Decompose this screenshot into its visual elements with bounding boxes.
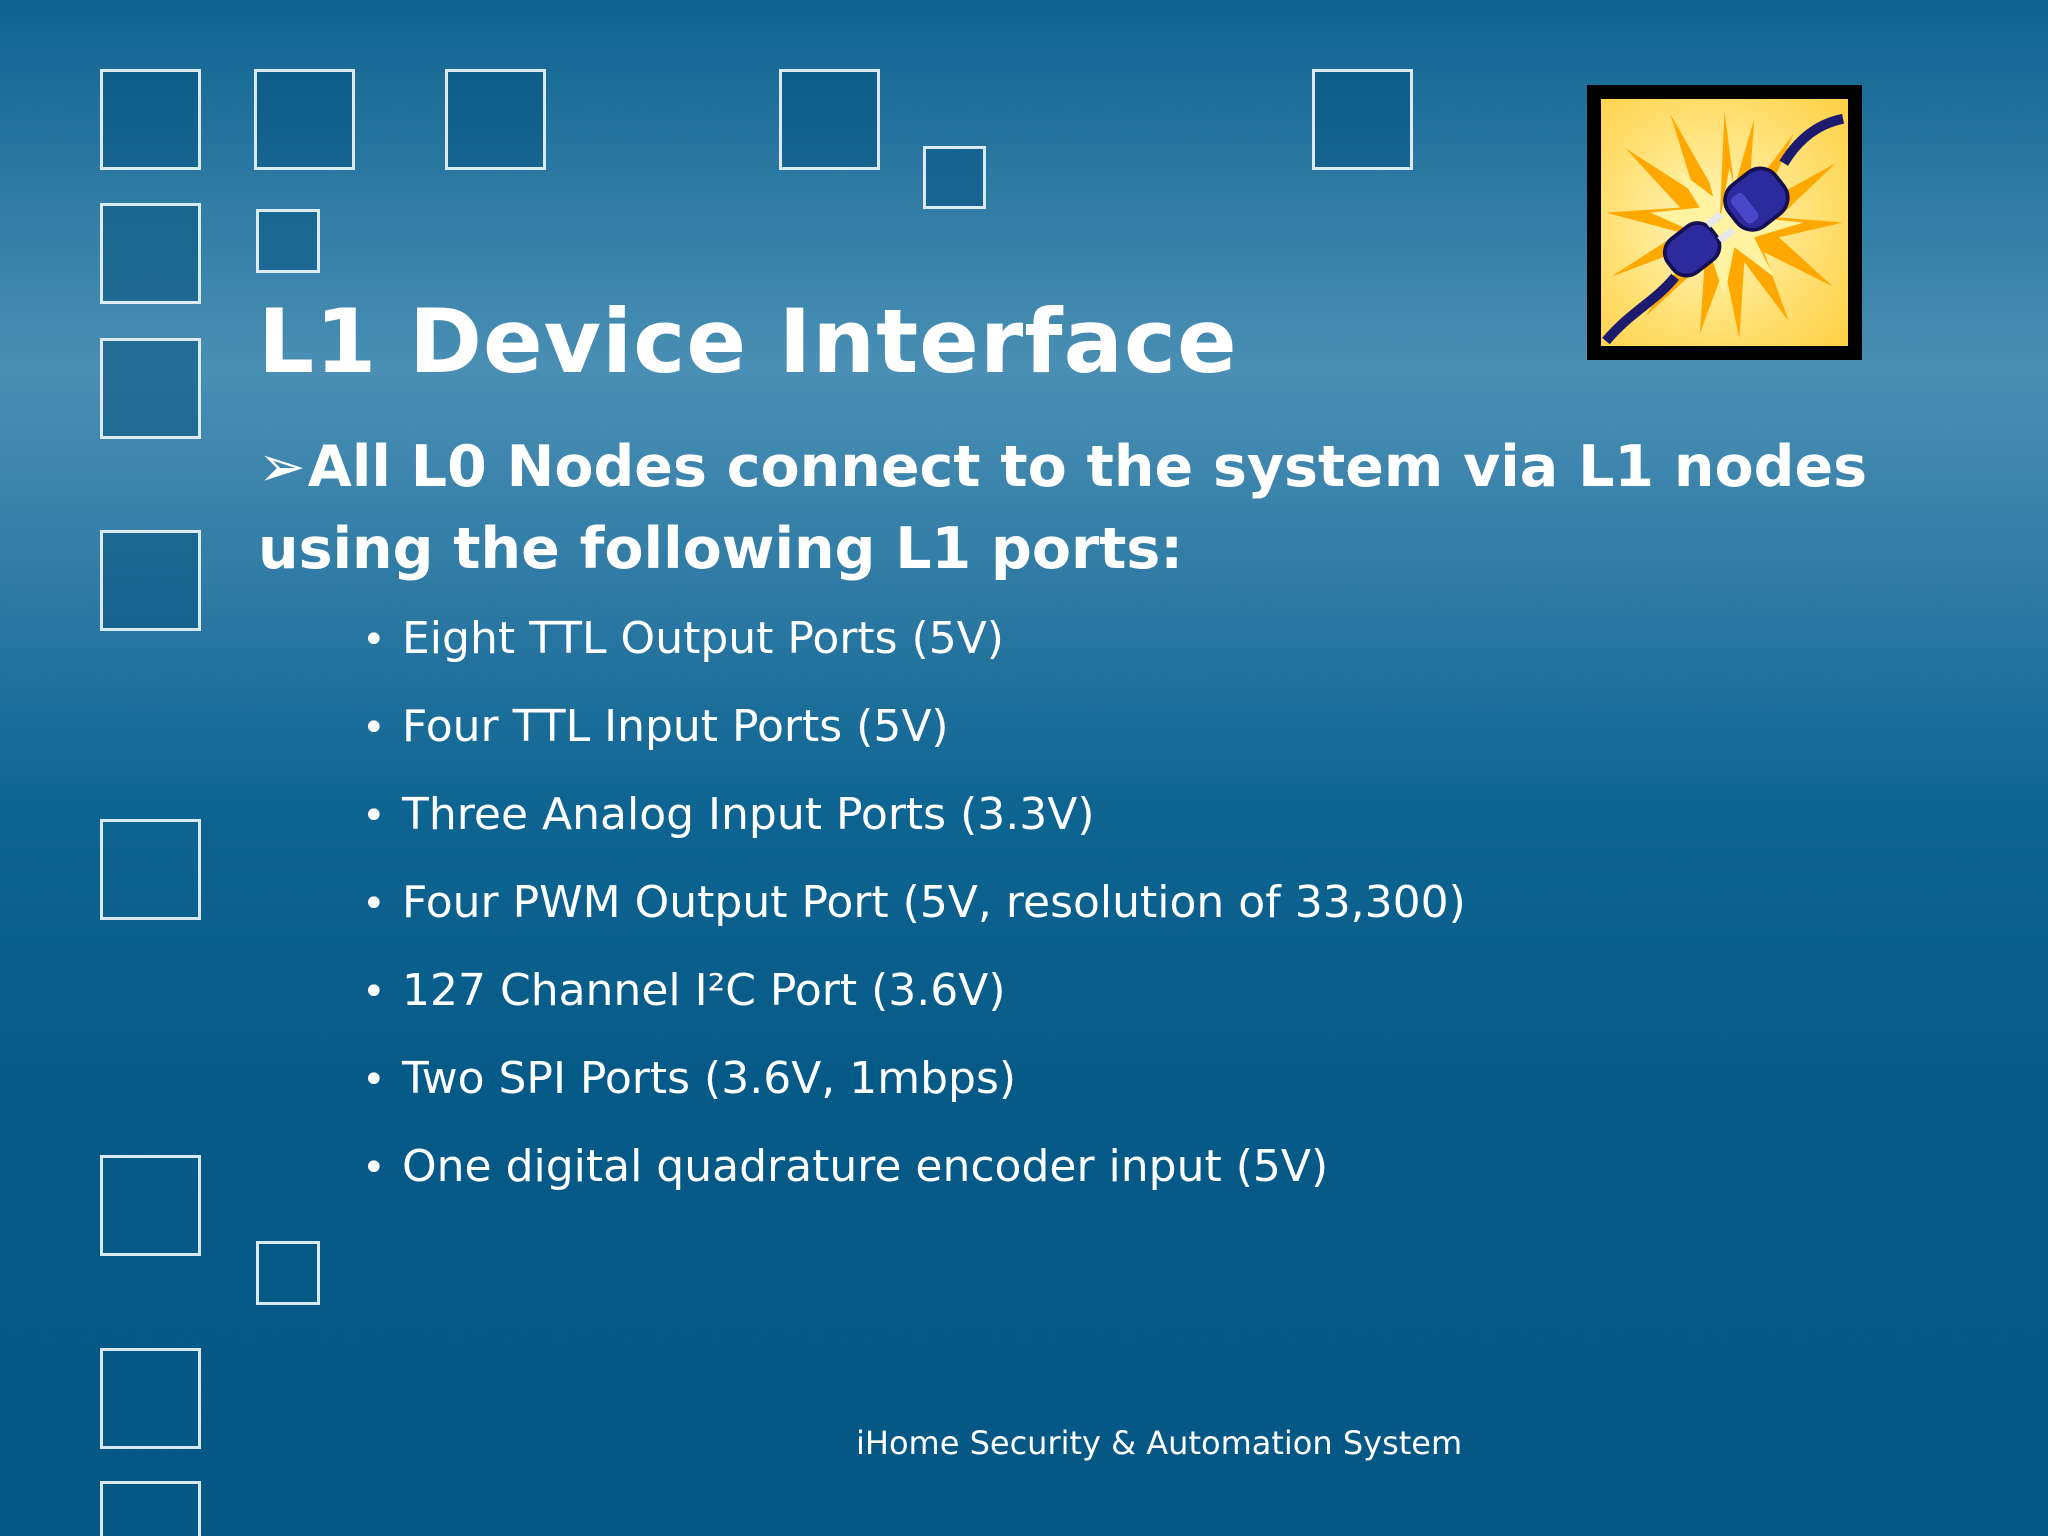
decorative-square xyxy=(1312,69,1413,170)
decorative-square xyxy=(779,69,880,170)
slide-title: L1 Device Interface xyxy=(258,290,1238,393)
decorative-square xyxy=(100,338,201,439)
decorative-square xyxy=(100,1348,201,1449)
decorative-square xyxy=(100,1155,201,1256)
decorative-square xyxy=(256,1241,320,1305)
decorative-square xyxy=(100,69,201,170)
list-item: • One digital quadrature encoder input (5… xyxy=(362,1133,1466,1221)
list-item-text: One digital quadrature encoder input (5V… xyxy=(402,1141,1329,1192)
list-item: • Four TTL Input Ports (5V) xyxy=(362,693,1466,781)
arrow-bullet-icon: ➢ xyxy=(258,434,306,500)
list-item-text: Four TTL Input Ports (5V) xyxy=(402,701,949,752)
list-item-text: Three Analog Input Ports (3.3V) xyxy=(402,789,1095,840)
lead-text: All L0 Nodes connect to the system via L… xyxy=(258,434,1868,582)
decorative-square xyxy=(254,69,355,170)
decorative-square xyxy=(445,69,546,170)
bullet-dot-icon: • xyxy=(362,1145,386,1191)
list-item: • 127 Channel I²C Port (3.6V) xyxy=(362,957,1466,1045)
bullet-dot-icon: • xyxy=(362,793,386,839)
list-item: • Two SPI Ports (3.6V, 1mbps) xyxy=(362,1045,1466,1133)
list-item: • Three Analog Input Ports (3.3V) xyxy=(362,781,1466,869)
decorative-square xyxy=(100,203,201,304)
bullet-dot-icon: • xyxy=(362,881,386,927)
bullet-dot-icon: • xyxy=(362,617,386,663)
slide-footer: iHome Security & Automation System xyxy=(856,1424,1463,1462)
bullet-dot-icon: • xyxy=(362,705,386,751)
decorative-square xyxy=(100,1481,201,1536)
list-item: • Eight TTL Output Ports (5V) xyxy=(362,605,1466,693)
power-plug-connection-icon xyxy=(1587,85,1862,360)
list-item-text: Four PWM Output Port (5V, resolution of … xyxy=(402,877,1466,928)
bullet-dot-icon: • xyxy=(362,1057,386,1103)
bullet-dot-icon: • xyxy=(362,969,386,1015)
decorative-square xyxy=(100,530,201,631)
decorative-square xyxy=(100,819,201,920)
list-item-text: Eight TTL Output Ports (5V) xyxy=(402,613,1004,664)
list-item-text: Two SPI Ports (3.6V, 1mbps) xyxy=(402,1053,1017,1104)
power-plug-connection-icon xyxy=(1601,99,1848,346)
decorative-square xyxy=(923,146,986,209)
decorative-square xyxy=(256,209,320,273)
list-item-text: 127 Channel I²C Port (3.6V) xyxy=(402,965,1006,1016)
port-list: • Eight TTL Output Ports (5V) • Four TTL I… xyxy=(362,605,1466,1221)
lead-paragraph: ➢All L0 Nodes connect to the system via … xyxy=(258,426,1898,590)
list-item: • Four PWM Output Port (5V, resolution of… xyxy=(362,869,1466,957)
